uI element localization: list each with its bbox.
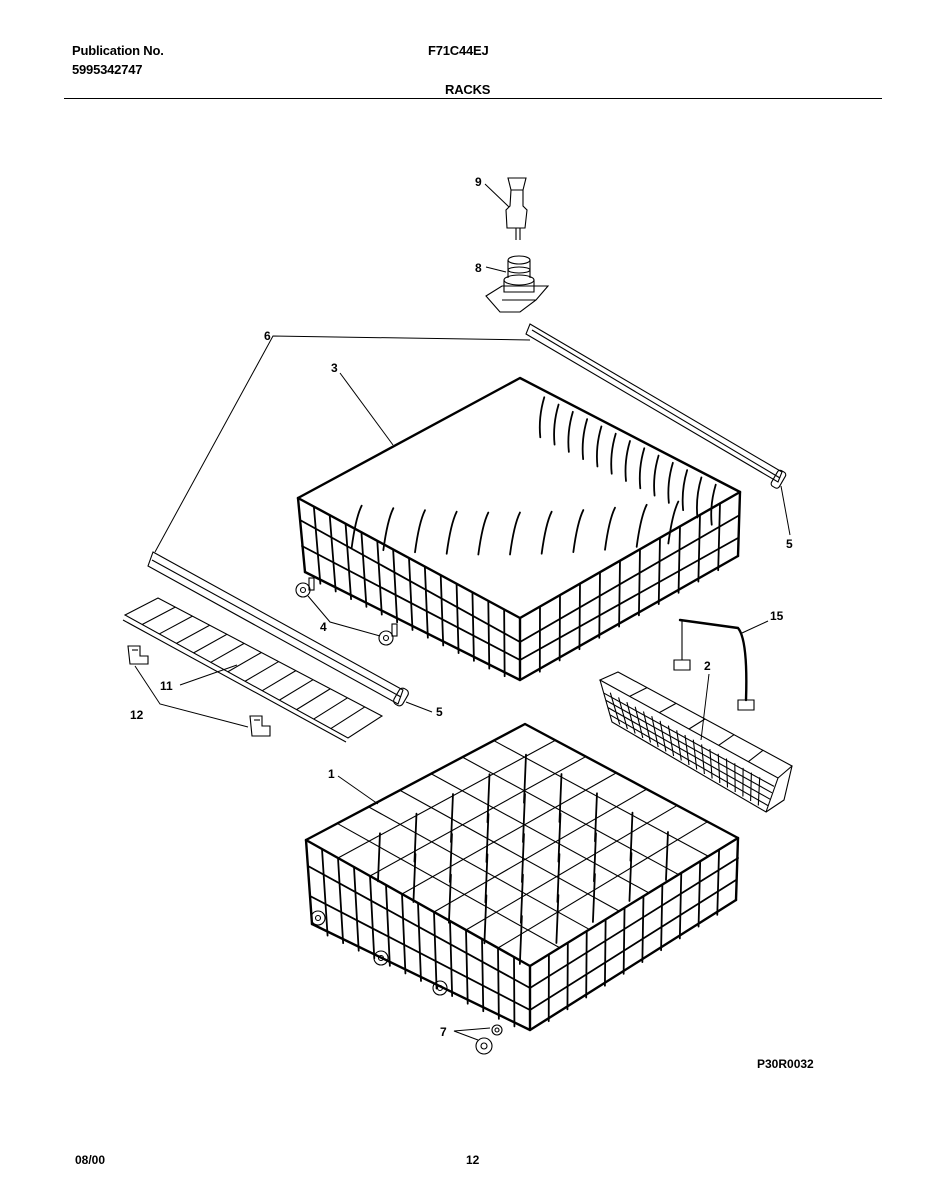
part-12-clip-right — [249, 715, 271, 737]
callout-3: 3 — [331, 361, 338, 375]
callout-5-right: 5 — [786, 537, 793, 551]
leader-11 — [179, 664, 238, 686]
leader-2 — [700, 673, 710, 741]
section-title: RACKS — [445, 82, 491, 97]
part-6-rail-right — [525, 323, 787, 489]
leader-7 — [453, 1027, 491, 1041]
part-15-handle — [673, 618, 755, 711]
callout-11: 11 — [160, 679, 173, 693]
leader-5-left — [405, 701, 433, 713]
part-12-clip-left — [127, 645, 149, 665]
callout-12: 12 — [130, 708, 144, 722]
part-1-lower-rack — [304, 722, 740, 1032]
leader-12 — [134, 665, 249, 728]
callout-2: 2 — [704, 659, 711, 673]
callout-1: 1 — [328, 767, 335, 781]
part-6-rail-left — [147, 551, 409, 707]
callout-7: 7 — [440, 1025, 447, 1039]
leader-9 — [484, 183, 510, 208]
leader-15 — [741, 620, 769, 634]
part-9-nozzle — [505, 177, 528, 240]
part-2-basket — [598, 671, 793, 813]
leader-6 — [154, 335, 531, 553]
callout-4: 4 — [320, 620, 327, 634]
header-rule — [64, 98, 882, 99]
footer-date: 08/00 — [75, 1153, 106, 1167]
leader-3 — [339, 372, 394, 446]
part-11-shelf — [122, 597, 384, 743]
page-number: 12 — [466, 1153, 480, 1167]
figure-code: P30R0032 — [757, 1057, 814, 1071]
leader-5-right — [780, 485, 791, 536]
part-4-wheel-right — [378, 623, 398, 646]
callout-6: 6 — [264, 329, 271, 343]
callout-9: 9 — [475, 175, 482, 189]
callout-15: 15 — [770, 609, 784, 623]
leader-4 — [307, 595, 381, 637]
leader-1 — [337, 775, 379, 805]
callout-5-left: 5 — [436, 705, 443, 719]
publication-number: 5995342747 — [72, 62, 143, 77]
model-number: F71C44EJ — [428, 43, 489, 58]
leader-8 — [485, 266, 507, 273]
part-7-wheel — [475, 1024, 503, 1055]
part-4-wheel-left — [295, 577, 315, 598]
part-8-manifold — [485, 255, 550, 313]
callout-8: 8 — [475, 261, 482, 275]
lower-rack-wheels — [310, 910, 448, 996]
part-3-upper-rack — [296, 376, 742, 682]
publication-label: Publication No. — [72, 43, 164, 58]
